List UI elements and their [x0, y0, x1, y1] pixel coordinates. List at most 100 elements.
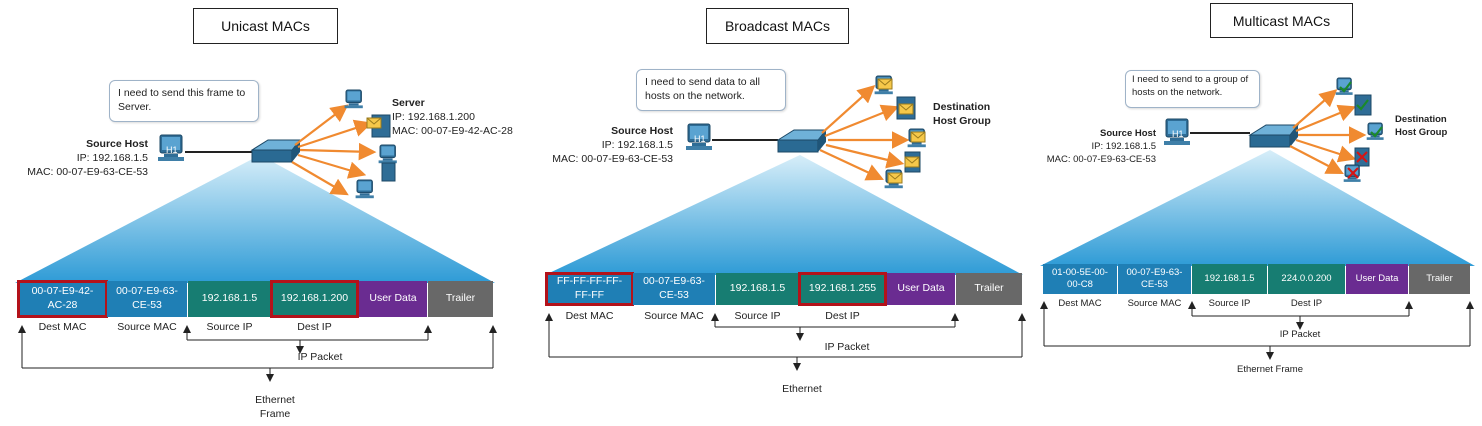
envelope-5-flap — [887, 172, 903, 180]
source-host-ip: IP: 192.168.1.5 — [601, 139, 673, 152]
dest-host-5-keyboard — [355, 195, 374, 199]
switch-side — [818, 130, 826, 152]
frame-trailer: Trailer — [428, 281, 493, 317]
dest-host-5-keyboard — [1343, 179, 1361, 182]
server-envelope-flap — [366, 117, 382, 125]
server-envelope — [366, 117, 382, 129]
frame-dest-ip: 192.168.1.255 — [798, 272, 887, 306]
server-info: Server IP: 192.168.1.200 MAC: 00-07-E9-4… — [392, 96, 513, 139]
label-ethernet: Ethernet Frame — [255, 394, 295, 421]
envelope-3 — [910, 131, 926, 143]
check-3 — [1370, 126, 1383, 138]
arrow-to-host-1 — [1292, 89, 1338, 129]
frame-source-ip: 192.168.1.5 — [716, 273, 799, 305]
dest-host-1-keyboard — [344, 105, 363, 109]
bubble-line-2: hosts on the network. — [1132, 86, 1223, 98]
dest-host-5-keyboard — [884, 185, 903, 189]
dest-host-5-stand — [888, 183, 899, 186]
arrow-to-host-2 — [824, 104, 900, 138]
frame-dest-mac: 01-00-5E-00- 00-C8 — [1043, 264, 1117, 294]
source-host-mac: MAC: 00-07-E9-63-CE-53 — [552, 153, 673, 166]
frame-source-ip: 192.168.1.5 — [188, 281, 271, 317]
panel-title-multicast: Multicast MACs — [1210, 3, 1353, 38]
switch-top — [250, 139, 302, 151]
dest-host-3-screen — [1369, 124, 1381, 133]
envelope-5 — [887, 172, 903, 184]
frame-user-data: User Data — [1346, 264, 1408, 294]
label-ip-packet: IP Packet — [1279, 329, 1321, 340]
destination-label: Destination — [1395, 114, 1447, 125]
envelope-4-flap — [904, 156, 920, 164]
host-group-label: Host Group — [933, 115, 991, 128]
label-ip-packet: IP Packet — [297, 351, 343, 363]
frame-source-mac: 00-07-E9-63- CE-53 — [1118, 264, 1191, 294]
frame-dest-ip: 224.0.0.200 — [1268, 264, 1345, 294]
speech-bubble-broadcast: I need to send data to all hosts on the … — [636, 69, 786, 111]
source-host-ip: IP: 192.168.1.5 — [76, 152, 148, 165]
check-2 — [1356, 99, 1369, 111]
dest-host-1-keyboard — [874, 91, 893, 95]
label-source-mac: Source MAC — [644, 310, 704, 322]
host-group-label: Host Group — [1395, 126, 1448, 138]
envelope-2 — [898, 103, 914, 115]
frame-user-data: User Data — [359, 281, 427, 317]
bubble-line-1: I need to send data to all — [645, 76, 761, 88]
source-host-pc-stand — [1170, 138, 1184, 141]
frame-dest-ip: 192.168.1.200 — [270, 280, 359, 318]
dest-host-3-keyboard — [1366, 137, 1384, 140]
x-5-b — [1347, 167, 1359, 179]
frame-trailer: Trailer — [956, 273, 1022, 305]
bubble-line-1: I need to send to a group of — [1132, 74, 1249, 85]
envelope-1-flap — [877, 78, 893, 86]
label-source-ip: Source IP — [734, 310, 781, 322]
label-dest-ip: Dest IP — [297, 321, 332, 333]
label-dest-ip: Dest IP — [825, 310, 860, 322]
source-host-mac: MAC: 00-07-E9-63-CE-53 — [27, 166, 148, 179]
speech-bubble-unicast: I need to send this frame to Server. — [109, 80, 259, 122]
arrow-to-host-4 — [1295, 138, 1357, 163]
source-host-pc-screen — [690, 126, 708, 139]
source-host-pc-screen — [1168, 121, 1186, 134]
dest-host-1-screen — [347, 91, 360, 101]
panel-title-unicast: Unicast MACs — [193, 8, 338, 44]
dest-host-1-stand — [348, 103, 359, 106]
arrow-to-host-5 — [819, 149, 884, 181]
source-host-pc-stand — [692, 143, 706, 146]
arrow-to-host-3 — [299, 142, 377, 161]
switch-top — [776, 129, 828, 141]
frame-expansion-fan — [545, 155, 1023, 275]
source-host-mac: MAC: 00-07-E9-63-CE-53 — [1046, 153, 1156, 165]
frame-dest-mac: 00-07-E9-42- AC-28 — [17, 280, 108, 318]
bubble-line-2: Server. — [118, 101, 152, 114]
dest-tower-4 — [381, 162, 396, 182]
panel-title-broadcast: Broadcast MACs — [706, 8, 849, 44]
label-source-mac: Source MAC — [117, 321, 177, 333]
frame-source-mac: 00-07-E9-63- CE-53 — [107, 281, 187, 317]
frame-dest-mac: FF-FF-FF-FF- FF-FF — [545, 272, 634, 306]
bubble-line-1: I need to send this frame to — [118, 87, 246, 99]
dest-host-5-screen — [1346, 166, 1358, 175]
envelope-1 — [877, 78, 893, 90]
label-ip-packet: IP Packet — [824, 341, 870, 353]
frame-expansion-fan — [1040, 150, 1475, 266]
dest-host-5-stand — [359, 193, 370, 196]
label-ethernet: Ethernet Frame — [1237, 364, 1303, 375]
source-host-pc-screen — [162, 137, 180, 150]
label-source-ip: Source IP — [206, 321, 253, 333]
arrow-to-host-4 — [825, 143, 905, 169]
destination-group-info: Destination Host Group — [1395, 114, 1447, 140]
arrow-to-host-1 — [821, 85, 876, 134]
dest-host-3-stand — [911, 142, 922, 145]
label-source-ip: Source IP — [1208, 298, 1251, 309]
pc-label: H1 — [166, 145, 178, 155]
switch-top — [1248, 124, 1300, 136]
x-4-b — [1356, 151, 1368, 163]
arrow-to-server — [297, 119, 373, 149]
label-source-mac: Source MAC — [1127, 298, 1182, 309]
destination-group-info: Destination Host Group — [933, 100, 991, 128]
dest-host-3-stand — [382, 158, 393, 161]
server-ip: IP: 192.168.1.200 — [392, 111, 475, 124]
switch-side — [292, 140, 300, 162]
source-host-name: Source Host — [611, 125, 673, 137]
